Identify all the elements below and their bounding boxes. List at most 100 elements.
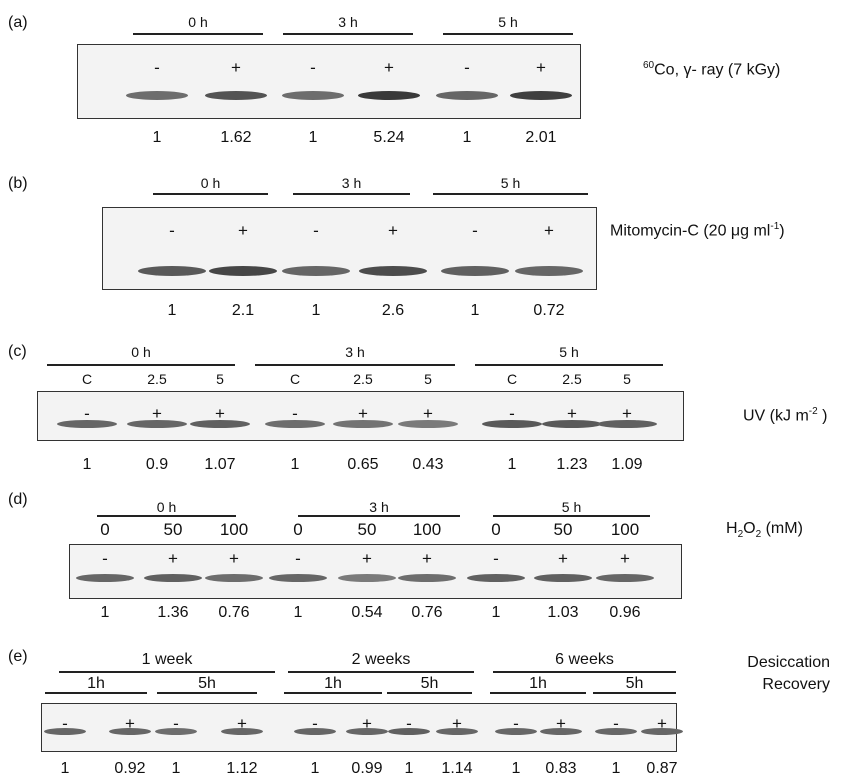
panel-e-band (641, 727, 683, 735)
panel-e-condition-line: Recovery (762, 676, 830, 693)
panel-d-dose-label: 50 (553, 520, 573, 539)
panel-a-band (126, 90, 188, 100)
panel-c-ratio-value: 0.43 (412, 456, 444, 473)
panel-a-band (205, 90, 267, 100)
panel-e-recovery-rule (157, 692, 257, 694)
panel-e-period-rule (288, 671, 474, 673)
panel-e-recovery-rule (387, 692, 472, 694)
panel-c-dose-label: 2.5 (147, 371, 167, 387)
panel-b-ratio-value: 2.6 (381, 302, 405, 319)
panel-a-timepoint-rule (283, 33, 413, 35)
panel-e-recovery-rule (490, 692, 586, 694)
panel-a-timepoint-label: 0 h (188, 14, 208, 30)
panel-d-band (76, 574, 134, 582)
panel-e-ratio-value: 0.99 (351, 760, 383, 777)
panel-d-treatment-sign: + (168, 549, 178, 568)
panel-e-label: (e) (8, 648, 28, 665)
panel-c-timepoint-label: 5 h (559, 344, 579, 360)
panel-a-ratio-value: 1 (462, 129, 472, 146)
panel-a-treatment-sign: - (464, 58, 470, 77)
panel-d-timepoint-label: 0 h (156, 499, 177, 515)
panel-e-band (155, 727, 197, 735)
panel-d-timepoint-label: 5 h (561, 499, 582, 515)
panel-d-ratio-value: 0.96 (609, 604, 641, 621)
panel-d-dose-label: 100 (610, 520, 640, 539)
panel-a-condition-mid: Co, γ- ray (7 kGy) (654, 61, 781, 79)
panel-e-band (109, 727, 151, 735)
panel-c-condition-pre: UV (kJ m (743, 407, 809, 425)
panel-e-ratio-value: 0.83 (545, 760, 577, 777)
panel-e-condition-line: Desiccation (747, 654, 830, 671)
panel-d-ratio-value: 1.03 (547, 604, 579, 621)
panel-d-condition-pre: H (726, 520, 738, 537)
panel-c-timepoint-rule (475, 364, 663, 366)
panel-c-dose-label: C (81, 371, 93, 387)
panel-c-timepoint-label: 3 h (345, 344, 365, 360)
panel-c-band (542, 420, 602, 428)
panel-e-band (44, 727, 86, 735)
panel-a-treatment-sign: + (384, 58, 394, 77)
panel-e-recovery-label: 1h (87, 675, 105, 692)
panel-c-band (265, 420, 325, 428)
panel-d-label: (d) (8, 491, 28, 508)
panel-e-treatment-sign: + (657, 714, 667, 733)
panel-e-treatment-sign: - (312, 714, 318, 733)
panel-d-timepoint-rule (493, 515, 650, 517)
panel-b-ratio-value: 1 (167, 302, 177, 319)
panel-a-condition-sup: 60 (643, 60, 655, 71)
panel-e-treatment-sign: - (173, 714, 179, 733)
panel-c-ratio-value: 0.9 (145, 456, 169, 473)
panel-c-condition-sup: -2 (808, 406, 818, 417)
panel-e-period-label: 2 weeks (351, 651, 411, 668)
panel-c-timepoint-label: 0 h (131, 344, 151, 360)
panel-b-timepoint-rule (293, 193, 410, 195)
panel-e-ratio-value: 1 (611, 760, 621, 777)
panel-c-timepoint-rule (47, 364, 235, 366)
panel-e-recovery-rule (45, 692, 147, 694)
panel-e-period-rule (493, 671, 676, 673)
panel-d-ratio-value: 1.36 (157, 604, 189, 621)
panel-c-condition-mid: ) (817, 407, 828, 425)
panel-b-band (359, 266, 427, 276)
panel-e-recovery-rule (593, 692, 676, 694)
panel-b-ratio-value: 1 (470, 302, 480, 319)
panel-b-band (282, 266, 350, 276)
panel-e-band (346, 727, 388, 735)
panel-a-timepoint-rule (443, 33, 573, 35)
panel-c-ratio-value: 1.07 (204, 456, 236, 473)
panel-e-treatment-sign: + (556, 714, 566, 733)
panel-b-ratio-value: 0.72 (533, 302, 565, 319)
panel-b-timepoint-rule (433, 193, 588, 195)
panel-e-ratio-value: 1 (171, 760, 181, 777)
panel-e-treatment-sign: + (125, 714, 135, 733)
panel-b-label: (b) (8, 175, 28, 192)
panel-c-treatment-sign: - (509, 404, 515, 423)
panel-e-band (294, 727, 336, 735)
panel-a-treatment-sign: + (536, 58, 546, 77)
panel-d-band (205, 574, 263, 582)
panel-d-band (398, 574, 456, 582)
panel-c-ratio-value: 1.09 (611, 456, 643, 473)
panel-e-band (221, 727, 263, 735)
panel-b-timepoint-label: 3 h (341, 175, 362, 191)
panel-b-condition-pre: Mitomycin-C (20 μg ml (610, 222, 771, 240)
panel-d-treatment-sign: + (229, 549, 239, 568)
panel-e-recovery-label: 5h (420, 675, 439, 692)
panel-a-timepoint-label: 5 h (498, 14, 518, 30)
panel-c-dose-label: C (506, 371, 518, 387)
panel-d-treatment-sign: + (362, 549, 372, 568)
panel-d-timepoint-rule (298, 515, 460, 517)
panel-a-ratio-value: 2.01 (525, 129, 557, 146)
panel-a-band (436, 90, 498, 100)
panel-e-band (595, 727, 637, 735)
panel-a-treatment-sign: - (310, 58, 316, 77)
panel-b-treatment-sign: + (544, 221, 554, 240)
panel-e-recovery-label: 5h (625, 675, 644, 692)
panel-c-ratio-value: 1.23 (556, 456, 588, 473)
panel-a-band (282, 90, 344, 100)
panel-d-ratio-value: 1 (293, 604, 303, 621)
panel-a-band (510, 90, 572, 100)
panel-d-blot (69, 544, 682, 599)
panel-d-timepoint-rule (97, 515, 236, 517)
panel-e-treatment-sign: + (237, 714, 247, 733)
